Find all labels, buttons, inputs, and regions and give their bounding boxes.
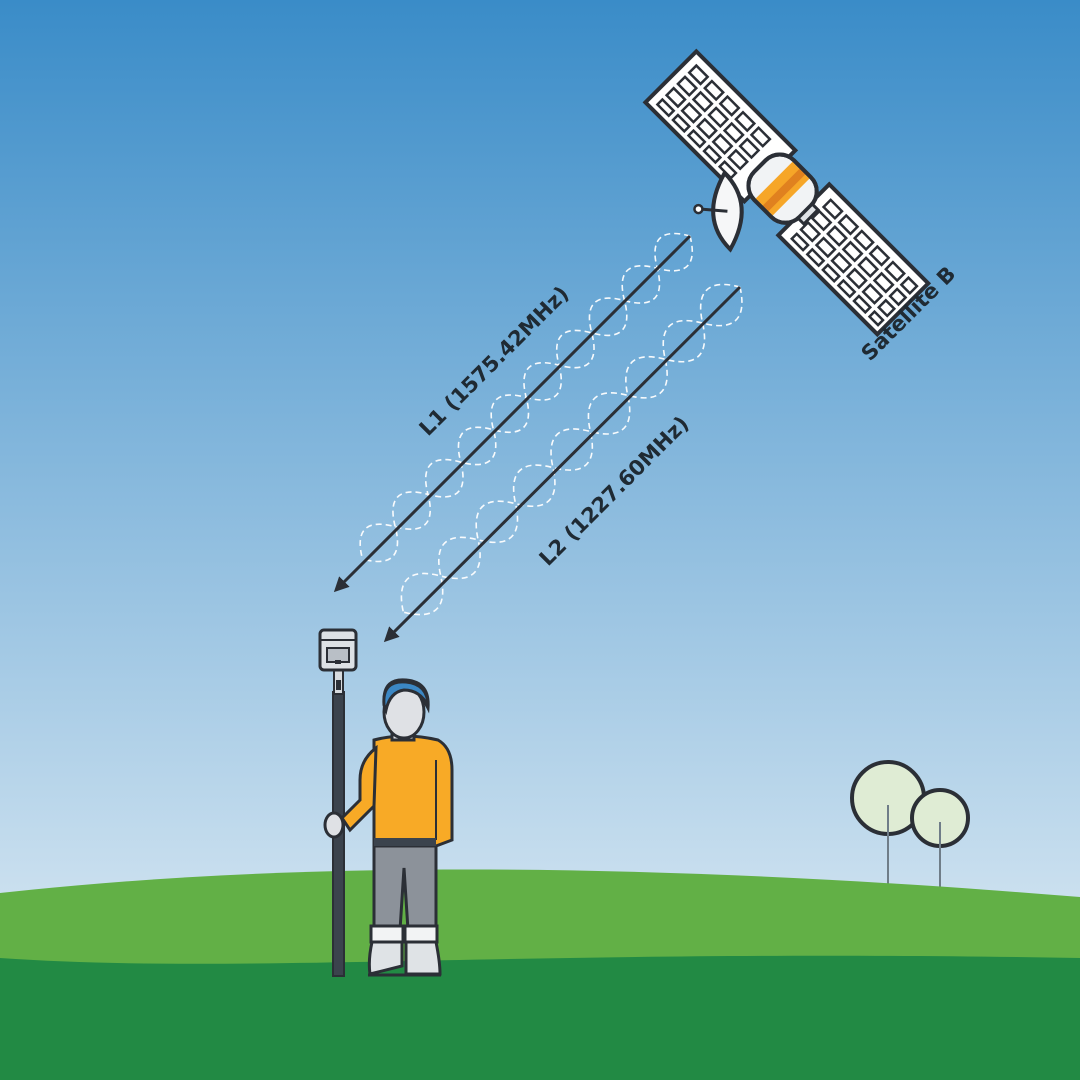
hand: [325, 813, 343, 837]
grass-front-hill: [0, 956, 1080, 1080]
gnss-receiver: [320, 630, 356, 670]
